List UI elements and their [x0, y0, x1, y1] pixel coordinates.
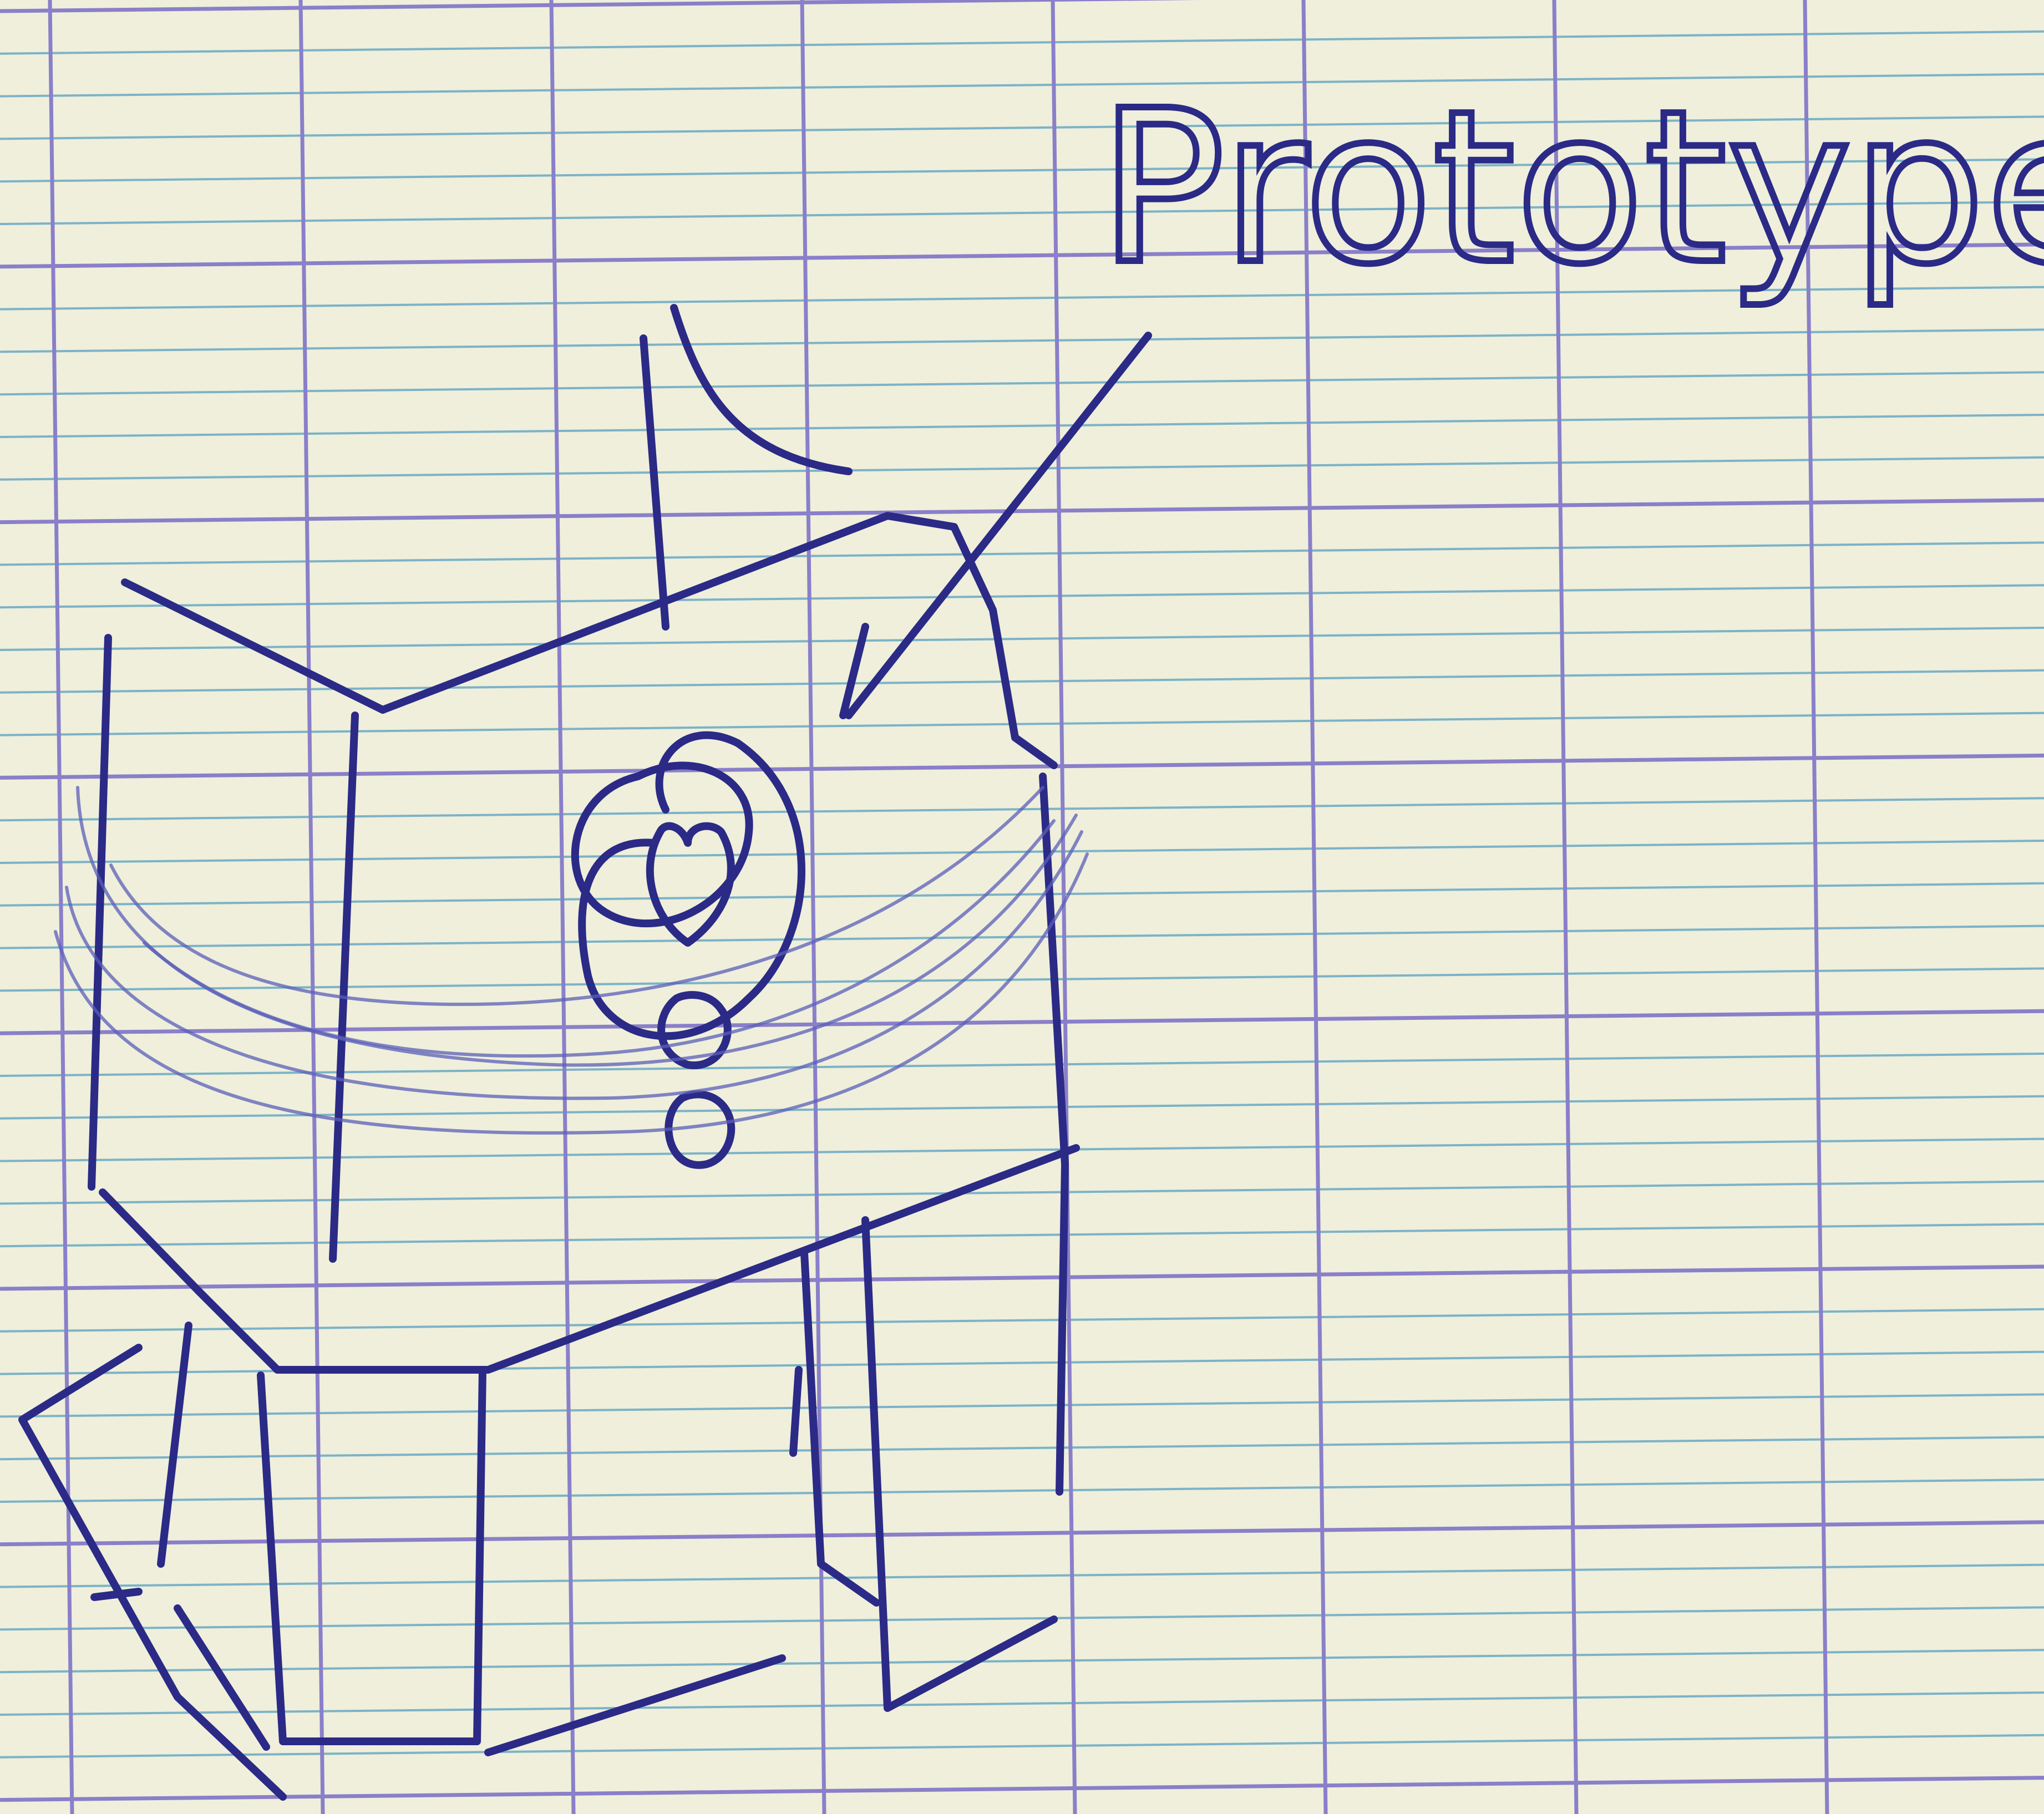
major-grid-line: [0, 753, 2044, 780]
minor-grid-line: [0, 1478, 2044, 1503]
body-top-edge-right: [379, 512, 1058, 769]
major-grid-line: [0, 1520, 2044, 1547]
label-pointer-tick: [839, 623, 869, 719]
major-grid-line: [0, 1264, 2044, 1291]
tray-bottom-edge: [484, 1654, 786, 1756]
ornament-bead-1: [657, 991, 732, 1069]
minor-grid-line: [0, 1606, 2044, 1631]
shading-stroke-4: [109, 786, 1044, 1007]
minor-grid-line: [0, 371, 2044, 396]
major-grid-line: [1051, 0, 1077, 1814]
base-right-tick: [789, 1366, 803, 1457]
major-grid-line: [0, 242, 2044, 269]
ornament-top-loop: [571, 761, 753, 928]
strap-line: [640, 334, 670, 631]
minor-grid-lines: [0, 30, 2044, 1759]
minor-grid-line: [0, 1563, 2044, 1588]
minor-grid-line: [0, 541, 2044, 566]
major-grid-line: [1803, 0, 1829, 1814]
base-top-edge: [99, 1144, 1080, 1374]
base-right-inner: [800, 1249, 880, 1607]
shading-stroke-3: [54, 852, 1089, 1135]
ornament-heart: [646, 822, 735, 947]
minor-grid-line: [0, 115, 2044, 140]
minor-grid-line: [0, 924, 2044, 949]
body-inner-fold: [329, 712, 359, 1263]
major-grid-line: [1301, 0, 1328, 1814]
shading-stroke-2: [65, 830, 1083, 1100]
major-grid-line: [48, 0, 74, 1814]
minor-grid-line: [0, 1393, 2044, 1418]
base-right-leg: [861, 1216, 1058, 1712]
minor-grid-line: [0, 1436, 2044, 1461]
major-grid-line: [298, 0, 325, 1814]
minor-grid-line: [0, 1691, 2044, 1716]
ornament-bead-2: [665, 1090, 736, 1169]
minor-grid-line: [0, 840, 2044, 864]
tray-left-side: [18, 1344, 287, 1801]
top-strap: [670, 304, 853, 475]
minor-grid-line: [0, 712, 2044, 736]
major-grid-line: [549, 0, 576, 1814]
minor-grid-line: [0, 73, 2044, 98]
minor-grid-line: [0, 584, 2044, 609]
minor-grid-line: [0, 201, 2044, 225]
minor-grid-line: [0, 1180, 2044, 1205]
base-left-block: [257, 1366, 486, 1745]
shading-stroke-1: [76, 786, 1078, 1067]
label-pointer-line: [845, 332, 1152, 719]
shading-stroke-5: [143, 819, 1056, 1058]
minor-grid-line: [0, 456, 2044, 481]
minor-grid-line: [0, 286, 2044, 311]
major-grid-line: [0, 0, 1201, 13]
minor-grid-line: [0, 414, 2044, 438]
major-grid-line: [0, 1776, 2044, 1802]
minor-grid-line: [0, 158, 2044, 183]
major-grid-line: [1552, 0, 1579, 1814]
body-top-edge-left: [121, 578, 387, 714]
tray-tick: [90, 1588, 143, 1601]
ornament-big-loop: [578, 731, 805, 1040]
base-left-leg: [157, 1322, 192, 1568]
minor-grid-line: [0, 1734, 2044, 1759]
minor-grid-line: [0, 1649, 2044, 1674]
major-grid-line: [0, 498, 2044, 525]
minor-grid-line: [0, 627, 2044, 651]
prototype-label: Prototype: [1098, 65, 2044, 311]
body-right-edge: [1039, 773, 1069, 1496]
prototype-sketch-drawing: [18, 304, 1152, 1801]
minor-grid-line: [0, 1223, 2044, 1248]
minor-grid-line: [0, 30, 2044, 55]
tray-inner-line: [174, 1604, 270, 1751]
minor-grid-line: [0, 882, 2044, 907]
minor-grid-line: [0, 1308, 2044, 1333]
minor-grid-line: [0, 328, 2044, 353]
body-left-edge: [88, 634, 112, 1191]
